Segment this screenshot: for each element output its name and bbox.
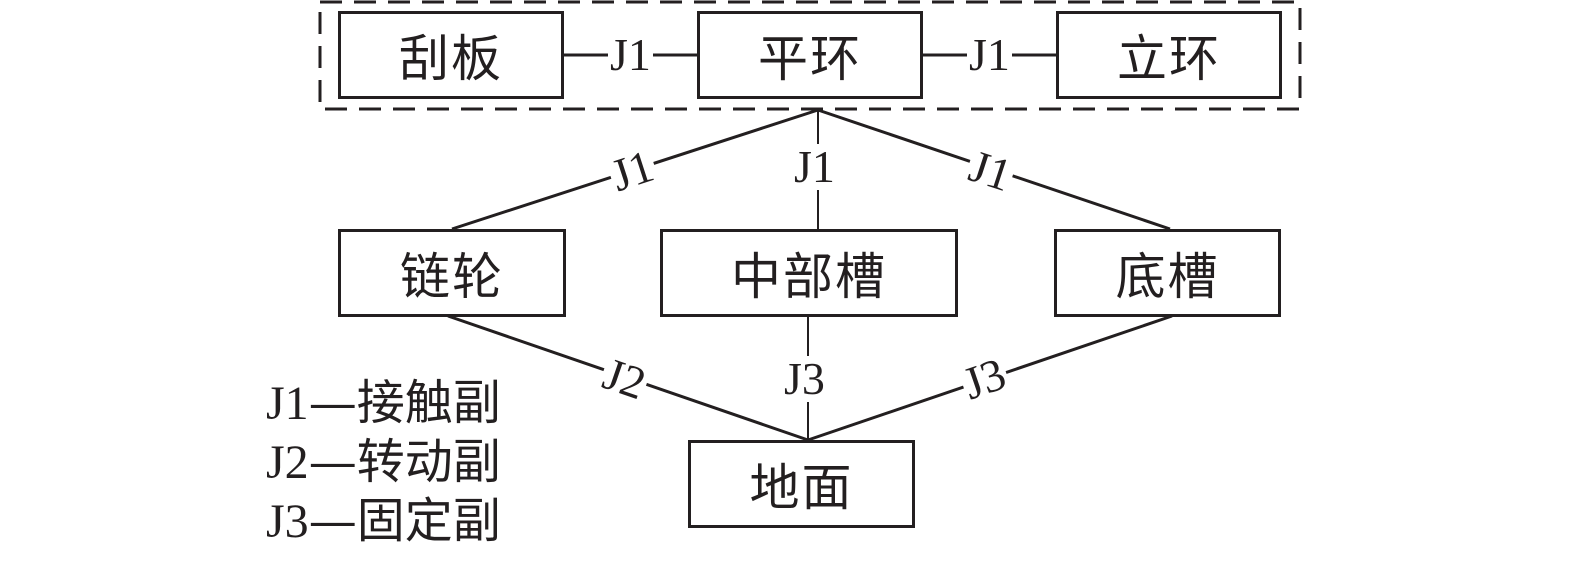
node-scraper: 刮板 [338,11,564,99]
edge-label-scraper-flatring: J1 [608,29,653,80]
legend: J1—接触副 J2—转动副 J3—固定副 [266,374,501,551]
legend-meaning: 转动副 [356,434,501,490]
legend-item-j1: J1—接触副 [266,374,501,433]
edge-label-middletrough-ground: J3 [782,353,827,404]
edge-label-group-middletrough: J1 [792,141,837,192]
node-ground: 地面 [688,440,915,528]
edge-label-flatring-verticalring: J1 [967,29,1012,80]
chain-group-dashed-box [318,0,1302,111]
legend-code: J3 [266,495,309,548]
legend-item-j3: J3—固定副 [266,492,501,551]
node-bottom-trough: 底槽 [1054,229,1281,317]
node-sprocket: 链轮 [338,229,566,317]
node-middle-trough: 中部槽 [660,229,958,317]
legend-meaning: 接触副 [356,375,501,431]
legend-separator: — [308,375,357,431]
legend-separator: — [308,493,357,549]
legend-code: J2 [266,436,309,489]
legend-item-j2: J2—转动副 [266,433,501,492]
legend-code: J1 [266,377,309,430]
legend-separator: — [308,434,357,490]
legend-meaning: 固定副 [356,493,501,549]
node-vertical-ring: 立环 [1056,11,1282,99]
node-flat-ring: 平环 [697,11,923,99]
